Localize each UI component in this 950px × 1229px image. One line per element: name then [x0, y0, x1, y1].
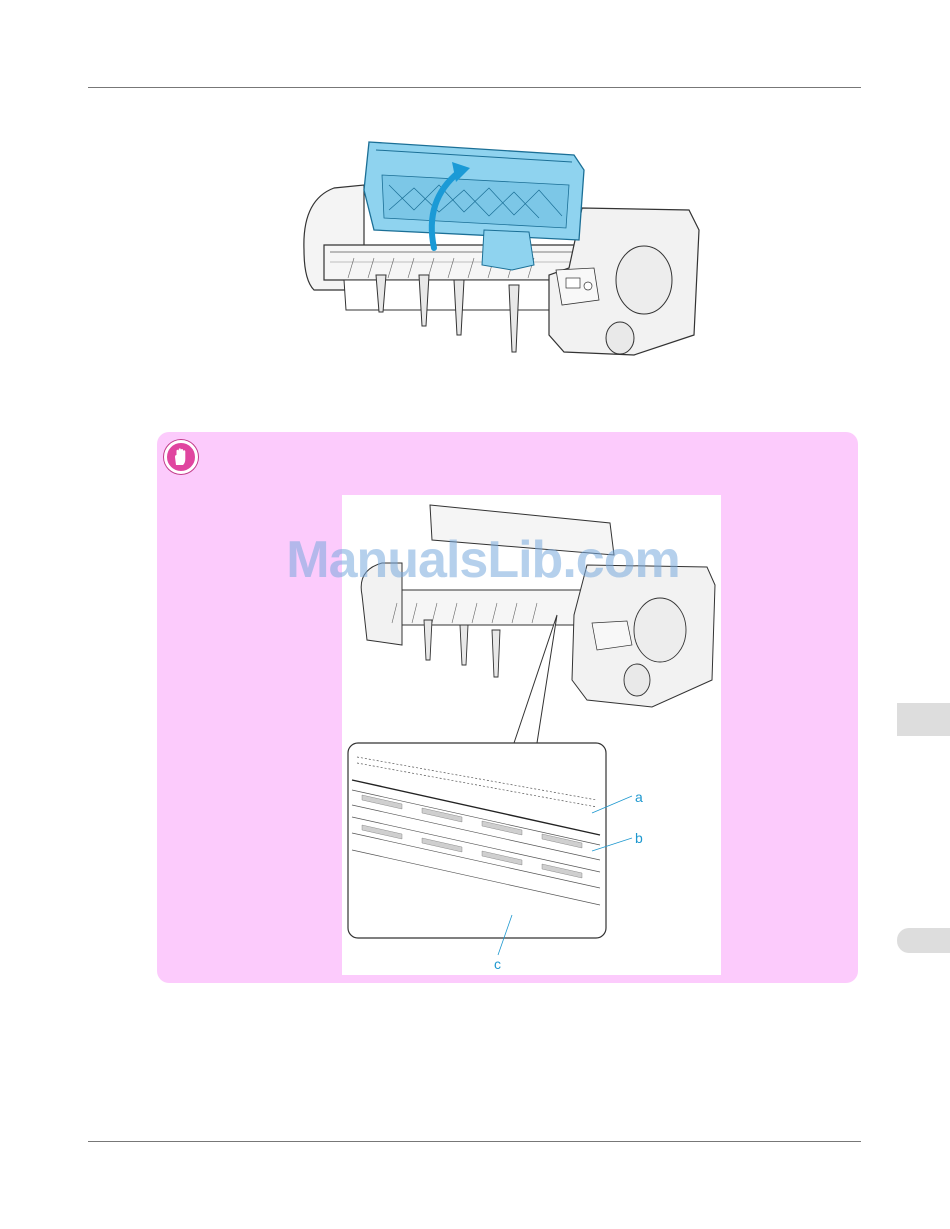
printer-open-cover-figure [294, 130, 704, 380]
important-note-box: a b c [157, 432, 858, 983]
footer-rule [88, 1141, 861, 1142]
callout-a: a [635, 789, 643, 805]
callout-c: c [494, 956, 501, 972]
header-rule [88, 87, 861, 88]
chapter-tab-active [897, 703, 950, 736]
watermark: ManualsLib.com [268, 530, 698, 590]
stop-hand-icon [164, 440, 198, 474]
chapter-tab [897, 928, 950, 953]
callout-b: b [635, 830, 643, 846]
